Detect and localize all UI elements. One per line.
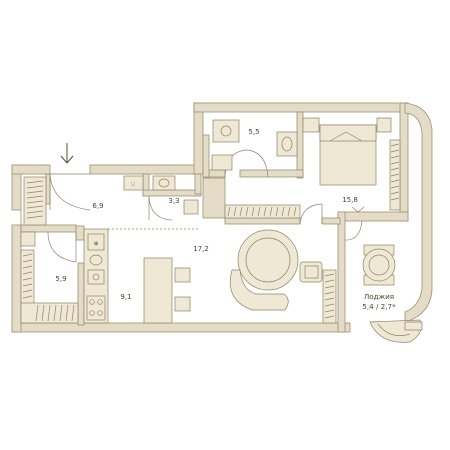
loggia-area: 5,4 / 2,7* — [362, 302, 396, 311]
walls — [11, 102, 433, 333]
area-label-living: 17,2 — [193, 245, 209, 253]
area-label-bath-small: 3,3 — [168, 197, 179, 205]
hall-wardrobe-hatch — [26, 180, 44, 219]
area-label-bath: 5,5 — [248, 128, 259, 136]
area-label-wardrobe: 5,9 — [55, 275, 66, 283]
svg-text:⁙: ⁙ — [130, 181, 136, 189]
doors — [20, 149, 363, 263]
svg-text:✳: ✳ — [93, 240, 99, 248]
furniture: ✳ — [20, 117, 423, 343]
area-label-hall: 6,9 — [92, 202, 103, 210]
wardrobe-hatch — [22, 253, 75, 322]
arrow-down-icon — [60, 143, 74, 164]
loggia-name: Лоджия — [364, 292, 394, 301]
bedroom-wardrobe-hatch — [227, 206, 297, 217]
bedroom-shelf-hatch — [390, 143, 400, 201]
living-shelf-hatch — [324, 273, 335, 319]
area-label-bedroom: 15,8 — [342, 196, 358, 204]
area-label-kitchen: 9,1 — [120, 293, 131, 301]
